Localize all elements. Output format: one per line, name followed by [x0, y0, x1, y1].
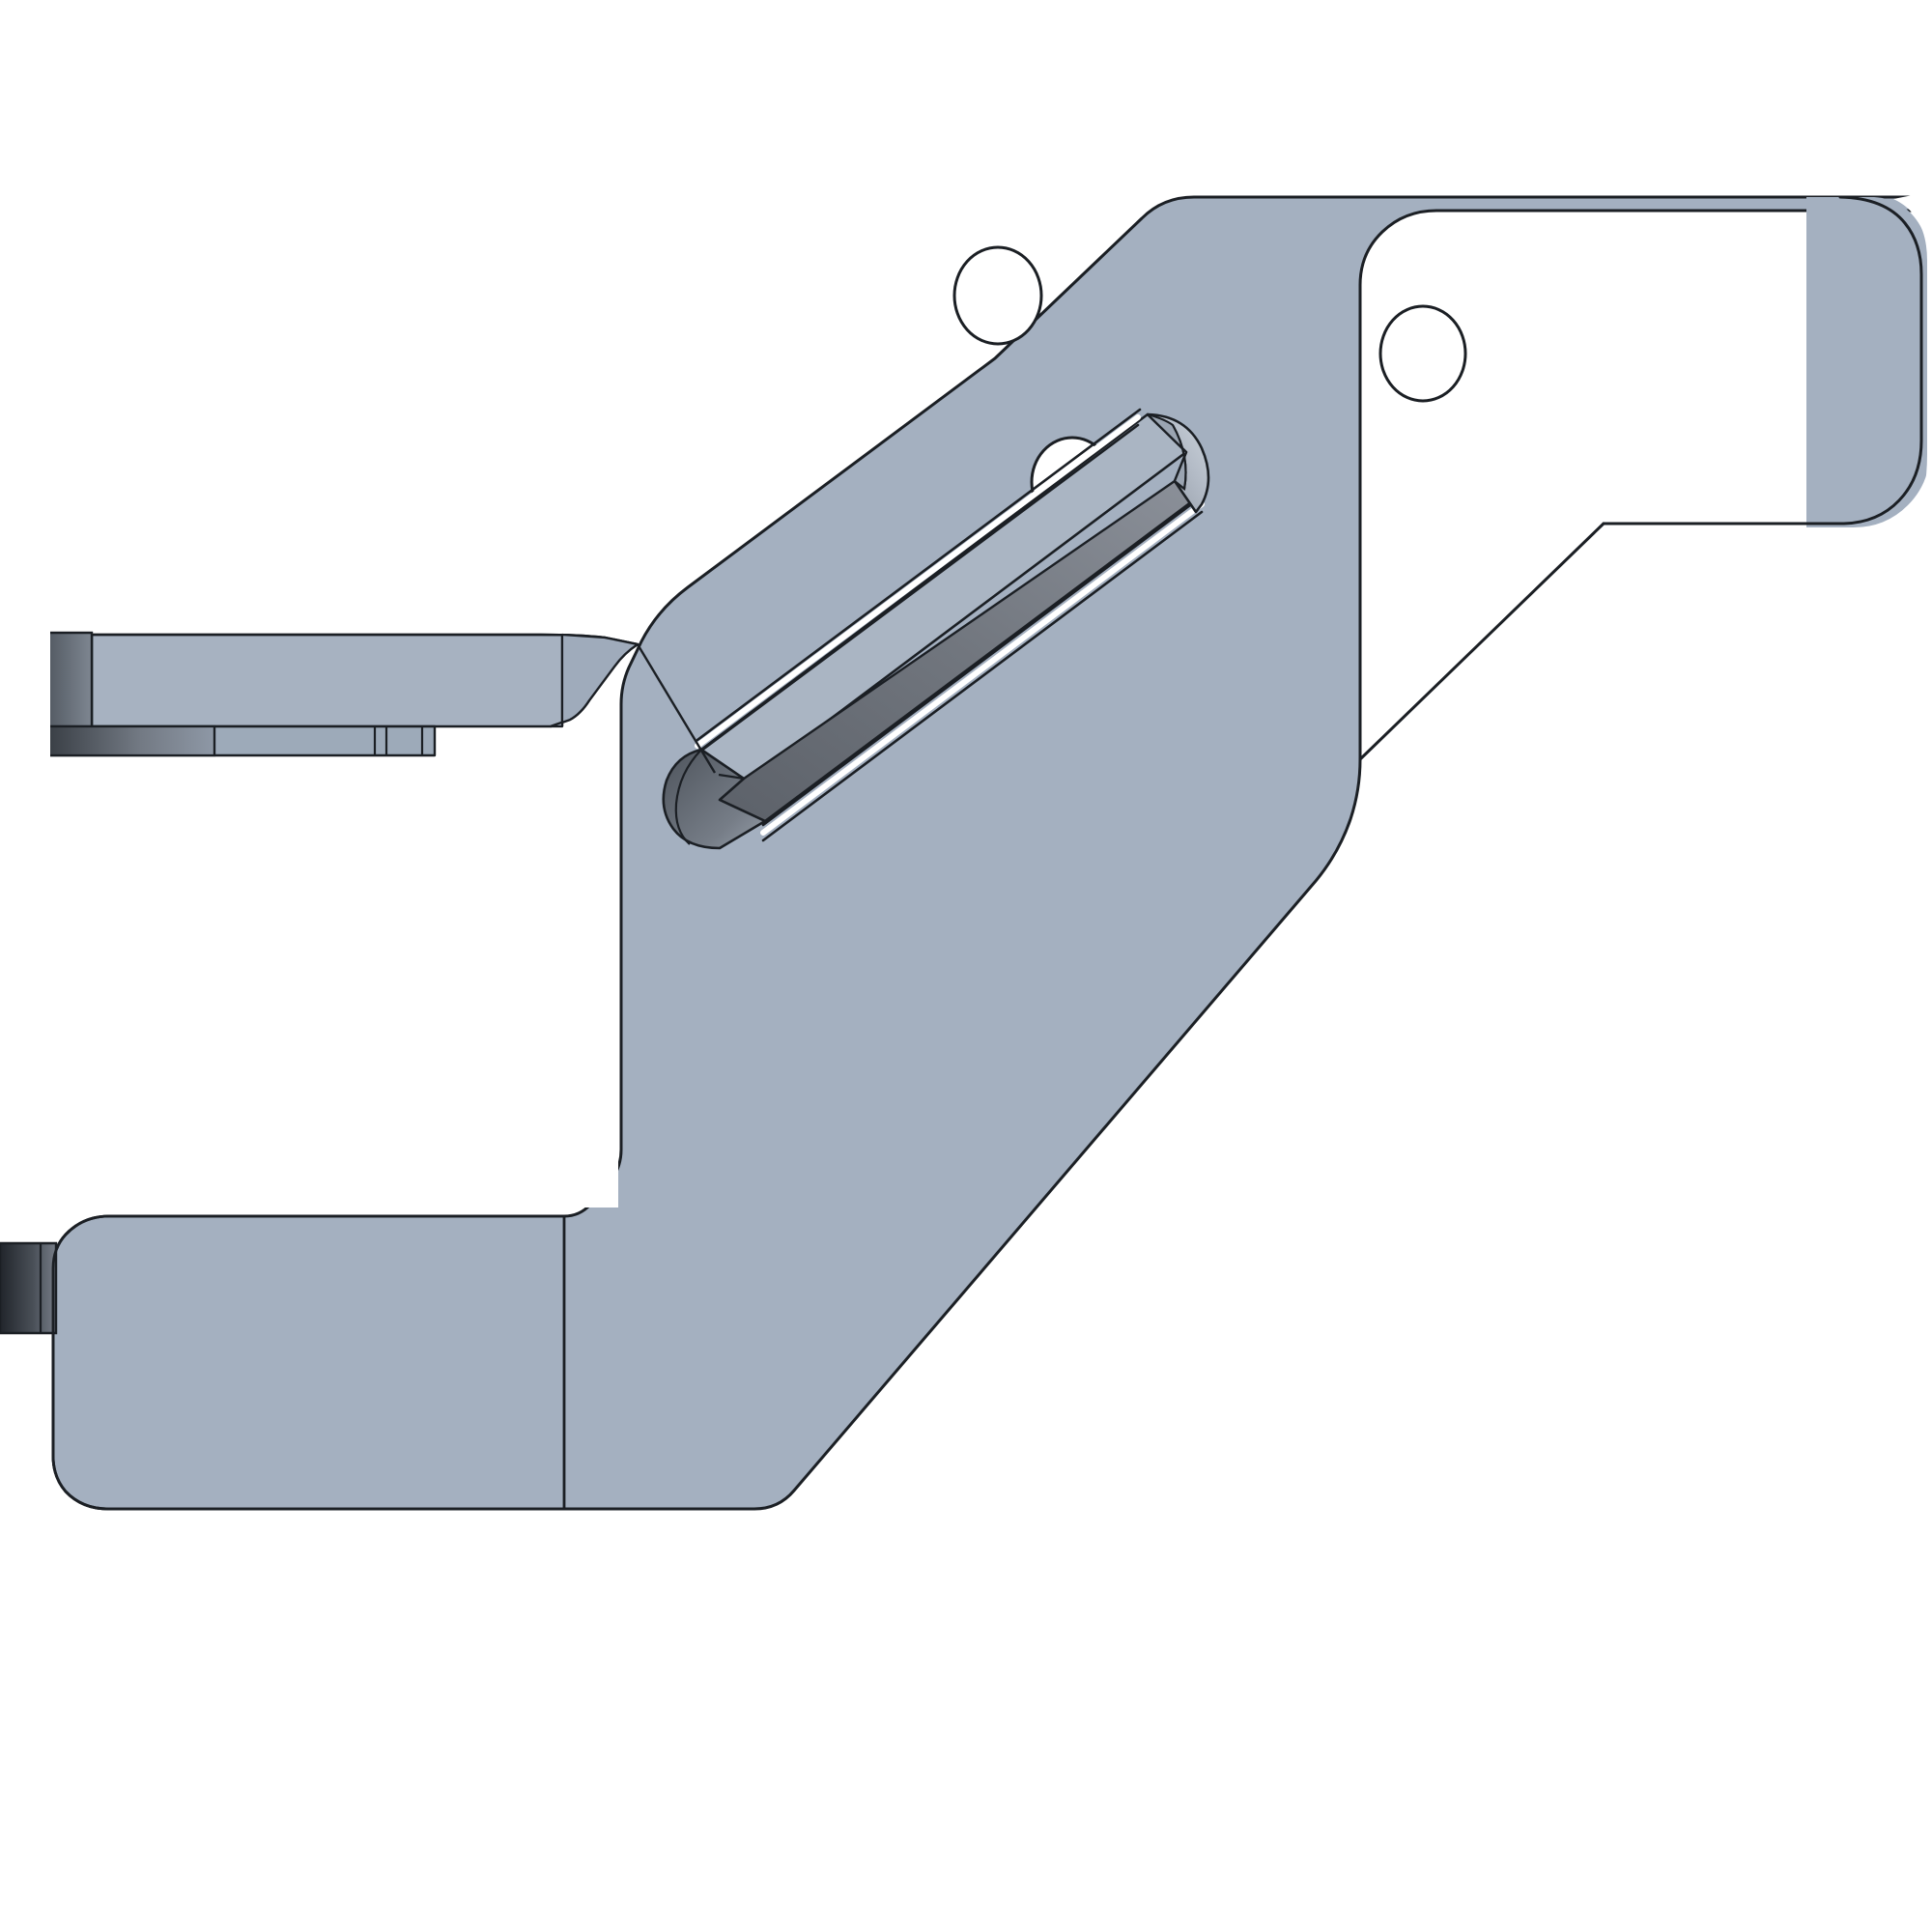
flange-to-web-fillet	[549, 633, 639, 728]
lower-left-leg	[0, 1214, 566, 1511]
rib-top-highlight-outline-lower	[696, 423, 1140, 755]
rib-bottom-highlight-outline-upper	[761, 495, 1204, 827]
rib-bottom-highlight-outline-lower	[761, 510, 1204, 842]
rib-top-highlight-outline-upper	[696, 408, 1142, 742]
lower-leg-left-corner	[51, 1214, 110, 1511]
rib-bottom-highlight-line	[760, 501, 1205, 836]
lower-leg-end-tab	[0, 1241, 58, 1335]
upper-right-hole	[1378, 304, 1467, 403]
flange-lower-strip-dark-left	[29, 724, 216, 757]
plate-corner-mask	[1893, 193, 1932, 541]
plate-bottom-diagonal-edge	[1358, 522, 1605, 761]
upper-left-flange	[0, 631, 639, 757]
rib-draft-line	[636, 643, 717, 774]
rib-lower-end-cap	[662, 748, 767, 850]
plate-right-rounded-corner	[1806, 197, 1930, 527]
rib-upper-end-cap-inner	[1146, 412, 1188, 491]
lower-leg-face	[51, 1214, 566, 1511]
plate-right-edge-line	[1602, 195, 1923, 526]
edge-redraw	[51, 1214, 755, 1511]
rib-lower-end-cap-seam	[674, 749, 702, 845]
embossed-diagonal-rib	[636, 408, 1210, 850]
upper-left-hole	[952, 245, 1043, 346]
rib-top-highlight-line	[695, 414, 1141, 749]
rib-draft-line-2	[718, 773, 745, 781]
flange-top-face	[90, 633, 639, 728]
rib-upper-end-cap	[1146, 412, 1210, 514]
